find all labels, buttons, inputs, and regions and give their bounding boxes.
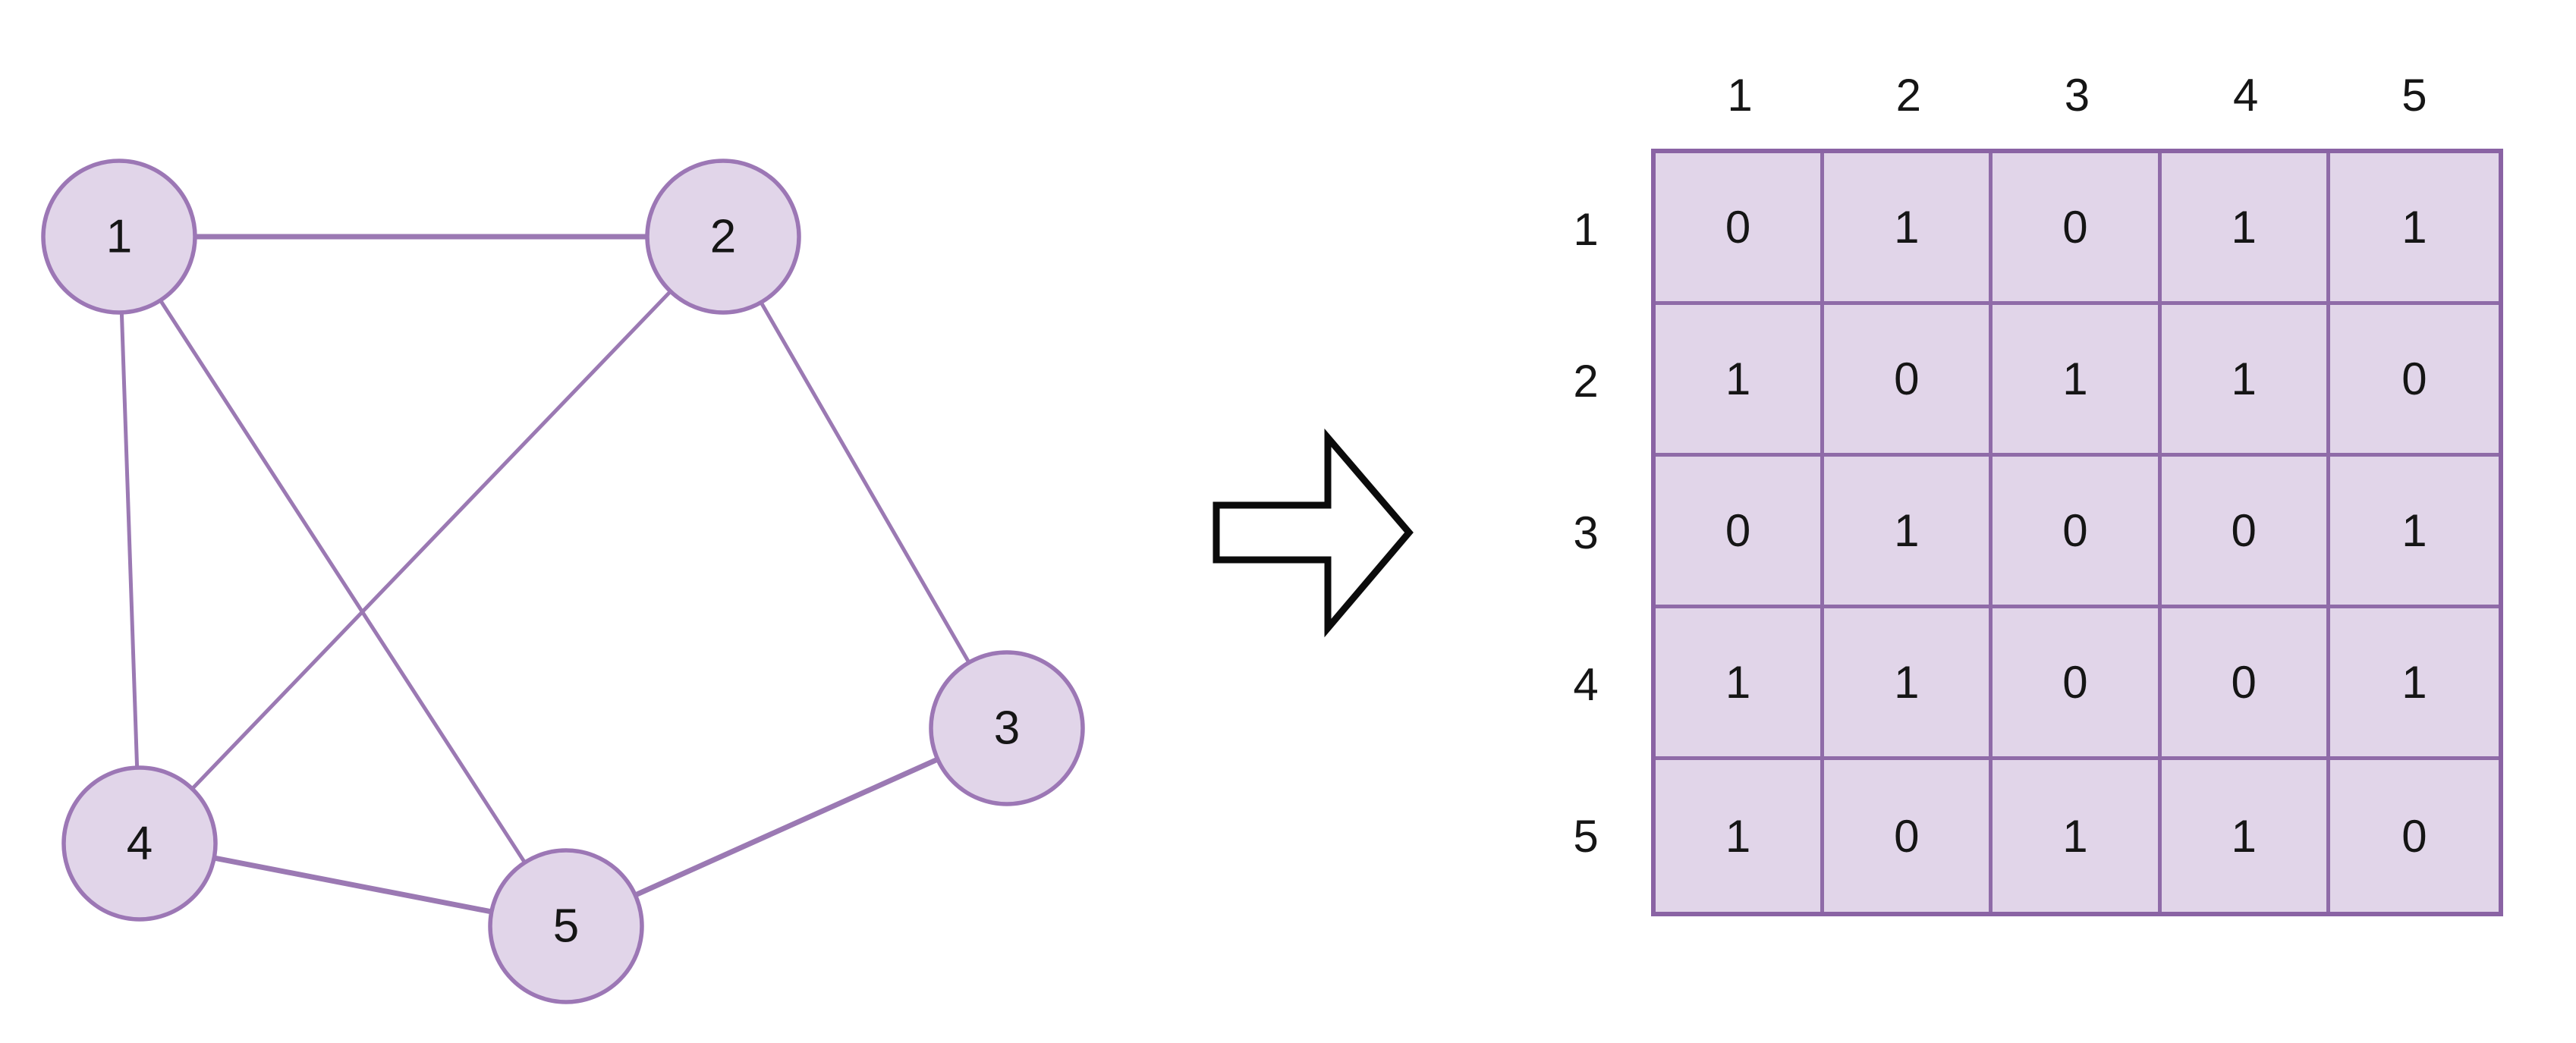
matrix-col-header-5: 5 [2401, 69, 2427, 121]
matrix-cell-3-4: 0 [2161, 457, 2330, 608]
graph-node-label-2: 2 [710, 211, 736, 263]
matrix-cell-2-2: 0 [1824, 305, 1993, 457]
graph-node-label-1: 1 [106, 211, 132, 263]
matrix-row-labels: 1 2 3 4 5 [1533, 153, 1639, 912]
graph-edges [117, 234, 1009, 929]
matrix-cell-3-2: 1 [1824, 457, 1993, 608]
matrix-cell-2-1: 1 [1656, 305, 1825, 457]
matrix-col-header-3: 3 [2064, 69, 2090, 121]
graph-node-2 [645, 159, 801, 315]
matrix-cell-3-3: 0 [1993, 457, 2162, 608]
matrix-row-label-5: 5 [1573, 810, 1599, 862]
matrix-cell-3-5: 1 [2329, 457, 2499, 608]
matrix-cell-5-3: 1 [1993, 760, 2162, 912]
matrix-row-label-1: 1 [1573, 203, 1599, 255]
matrix-cell-4-2: 1 [1824, 608, 1993, 760]
graph-edge-1-4 [117, 236, 142, 844]
matrix-col-header-4: 4 [2233, 69, 2259, 121]
matrix-cell-1-3: 0 [1993, 153, 2162, 305]
matrix-cell-4-4: 0 [2161, 608, 2330, 760]
graph-node-label-4: 4 [127, 818, 153, 870]
matrix-col-header-1: 1 [1727, 69, 1753, 121]
matrix-cell-2-3: 1 [1993, 305, 2162, 457]
matrix-cell-5-2: 0 [1824, 760, 1993, 912]
graph-edge-5-3 [565, 725, 1008, 929]
graph-nodes: 1 2 3 4 5 [41, 159, 1085, 1004]
graph-node-4 [61, 765, 218, 922]
graph-edge-2-4 [138, 235, 725, 845]
matrix-cell-1-2: 1 [1824, 153, 1993, 305]
matrix-cell-5-5: 0 [2329, 760, 2499, 912]
matrix-column-headers: 1 2 3 4 5 [1656, 63, 2499, 127]
graph-edge-2-3 [721, 235, 1009, 730]
graph-node-1 [41, 159, 197, 315]
matrix-col-header-2: 2 [1895, 69, 1921, 121]
matrix-cell-2-4: 1 [2161, 305, 2330, 457]
matrix-row-label-3: 3 [1573, 507, 1599, 558]
matrix-cell-1-1: 0 [1656, 153, 1825, 305]
matrix-cell-2-5: 0 [2329, 305, 2499, 457]
graph-node-label-5: 5 [553, 900, 579, 953]
matrix-row-label-4: 4 [1573, 658, 1599, 710]
matrix-cell-3-1: 0 [1656, 457, 1825, 608]
graph-node-label-3: 3 [994, 702, 1020, 755]
matrix-cell-4-1: 1 [1656, 608, 1825, 760]
matrix-cell-1-4: 1 [2161, 153, 2330, 305]
matrix-cell-4-3: 0 [1993, 608, 2162, 760]
matrix-cell-5-4: 1 [2161, 760, 2330, 912]
matrix-cell-5-1: 1 [1656, 760, 1825, 912]
right-arrow-icon [1213, 428, 1414, 638]
graph-node-5 [488, 848, 644, 1004]
matrix-row-label-2: 2 [1573, 355, 1599, 407]
matrix-cell-1-5: 1 [2329, 153, 2499, 305]
graph-node-3 [929, 650, 1085, 806]
graph-edge-1-5 [117, 235, 568, 928]
matrix-cell-4-5: 1 [2329, 608, 2499, 760]
